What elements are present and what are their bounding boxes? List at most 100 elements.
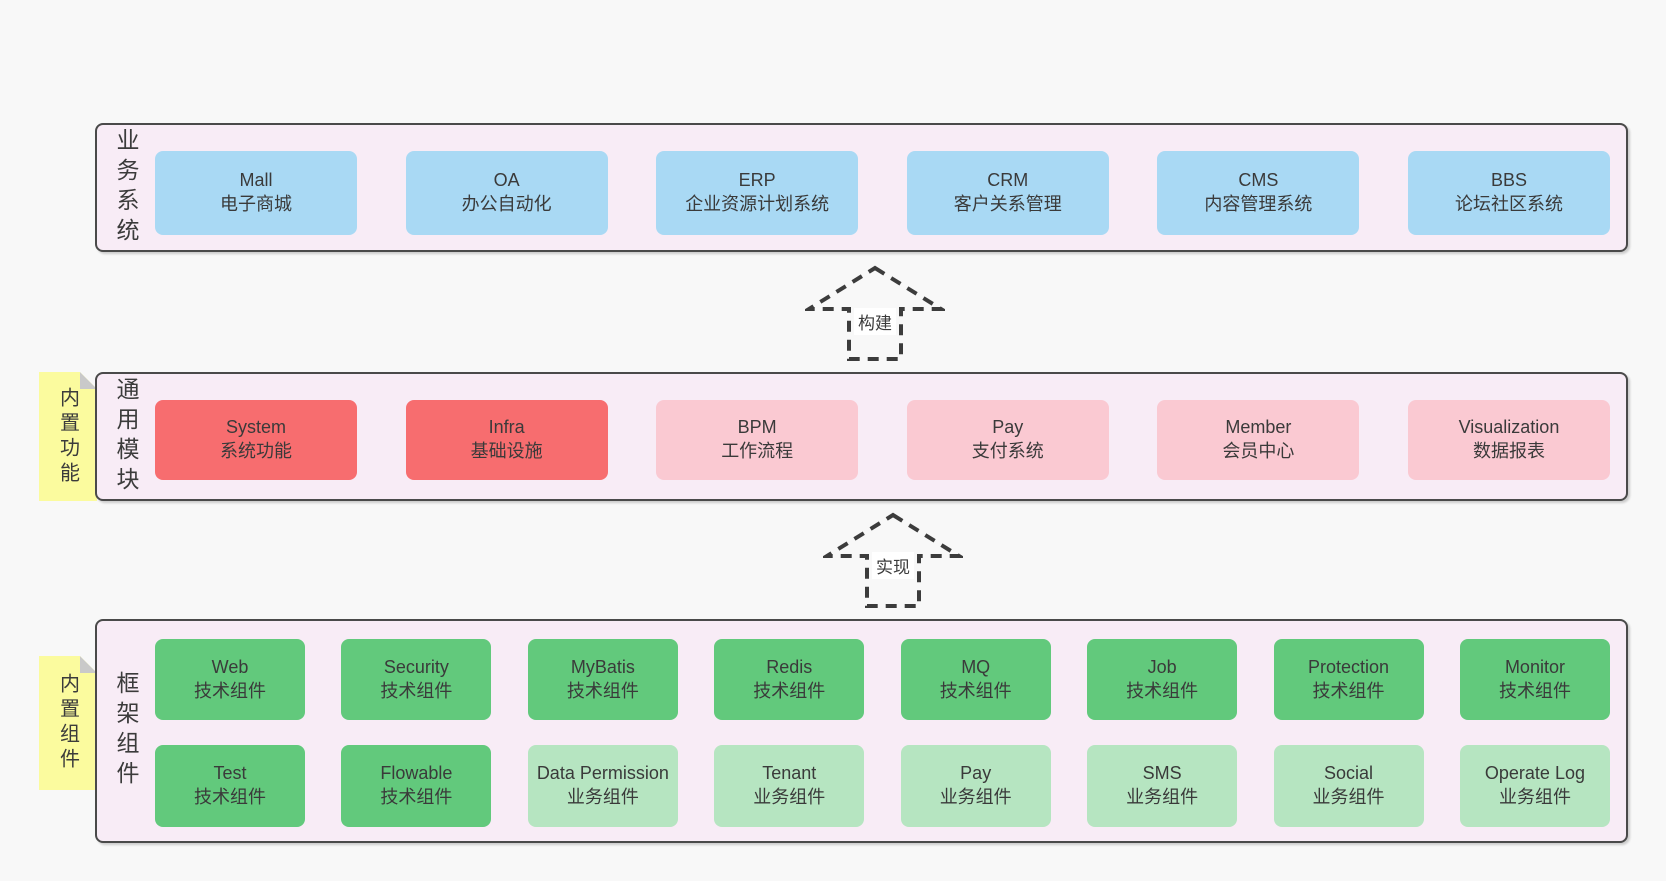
box-subtitle: 技术组件 <box>380 680 453 701</box>
box-social: Social 业务组件 <box>1273 745 1424 827</box>
box-title: Flowable <box>380 763 453 784</box>
box-title: Job <box>1147 656 1177 677</box>
box-subtitle: 技术组件 <box>194 680 266 701</box>
modules-box-row: System 系统功能 Infra 基础设施 BPM 工作流程 Pay 支付系统… <box>155 400 1610 480</box>
box-test: Test 技术组件 <box>155 745 305 827</box>
box-title: Visualization <box>1458 417 1560 438</box>
framework-row-1: Web 技术组件 Security 技术组件 MyBatis 技术组件 Redi… <box>155 639 1610 720</box>
box-infra: Infra 基础设施 <box>405 400 608 480</box>
box-title: Member <box>1225 417 1292 438</box>
box-subtitle: 会员中心 <box>1222 441 1295 461</box>
box-security: Security 技术组件 <box>341 639 492 720</box>
box-title: Tenant <box>762 763 817 784</box>
box-subtitle: 企业资源计划系统 <box>685 194 830 214</box>
box-title: Redis <box>766 656 813 677</box>
box-bbs: BBS 论坛社区系统 <box>1407 151 1610 235</box>
box-subtitle: 业务组件 <box>566 787 639 807</box>
box-subtitle: 技术组件 <box>1312 680 1385 701</box>
box-title: BBS <box>1490 170 1527 191</box>
box-title: Social <box>1324 763 1374 784</box>
framework-components-panel: 框架组件 Web 技术组件 Security 技术组件 MyBatis 技术组件… <box>95 619 1628 843</box>
implement-arrow-icon <box>823 510 963 610</box>
box-title: Security <box>383 656 449 677</box>
box-subtitle: 技术组件 <box>753 680 826 701</box>
box-title: OA <box>493 170 520 191</box>
box-sms: SMS 业务组件 <box>1087 745 1238 827</box>
box-title: Monitor <box>1504 656 1565 677</box>
box-subtitle: 业务组件 <box>753 787 826 807</box>
box-title: SMS <box>1142 763 1182 784</box>
box-subtitle: 工作流程 <box>721 441 794 461</box>
builtin-components-note: 内置组件 <box>39 656 97 790</box>
box-title: Operate Log <box>1484 763 1585 784</box>
box-job: Job 技术组件 <box>1087 639 1238 720</box>
box-member: Member 会员中心 <box>1157 400 1360 480</box>
box-title: Web <box>211 656 249 677</box>
box-title: Protection <box>1308 656 1390 677</box>
box-subtitle: 数据报表 <box>1472 441 1545 461</box>
box-subtitle: 技术组件 <box>939 680 1012 701</box>
box-tenant: Tenant 业务组件 <box>714 745 865 827</box>
box-subtitle: 内容管理系统 <box>1204 194 1313 214</box>
box-subtitle: 办公自动化 <box>461 194 552 214</box>
box-subtitle: 业务组件 <box>939 787 1012 807</box>
common-modules-panel: 通用模块 System 系统功能 Infra 基础设施 BPM 工作流程 Pay… <box>95 372 1628 501</box>
box-subtitle: 论坛社区系统 <box>1454 194 1563 214</box>
box-subtitle: 业务组件 <box>1498 787 1571 807</box>
box-title: System <box>225 417 286 438</box>
box-title: Test <box>213 763 247 784</box>
box-title: CMS <box>1238 170 1279 191</box>
business-systems-panel: 业务系统 Mall 电子商城 OA 办公自动化 ERP 企业资源计划系统 CRM… <box>95 123 1628 252</box>
box-mybatis: MyBatis 技术组件 <box>527 639 678 720</box>
box-crm: CRM 客户关系管理 <box>906 151 1109 235</box>
box-subtitle: 业务组件 <box>1312 787 1385 807</box>
panel-label-common-modules: 通用模块 <box>113 376 139 497</box>
box-operate-log: Operate Log 业务组件 <box>1459 745 1610 827</box>
box-subtitle: 技术组件 <box>1498 680 1571 701</box>
box-title: BPM <box>737 417 777 438</box>
box-title: Pay <box>960 763 992 784</box>
box-title: Pay <box>992 417 1024 438</box>
box-monitor: Monitor 技术组件 <box>1459 639 1610 720</box>
note-text: 内置组件 <box>56 673 79 773</box>
box-redis: Redis 技术组件 <box>714 639 865 720</box>
box-erp: ERP 企业资源计划系统 <box>656 151 859 235</box>
box-subtitle: 支付系统 <box>971 441 1044 461</box>
box-web: Web 技术组件 <box>155 639 305 720</box>
box-subtitle: 技术组件 <box>380 787 453 807</box>
box-protection: Protection 技术组件 <box>1273 639 1424 720</box>
box-subtitle: 基础设施 <box>470 441 543 461</box>
box-mq: MQ 技术组件 <box>900 639 1051 720</box>
box-title: ERP <box>738 170 776 191</box>
box-title: CRM <box>987 170 1029 191</box>
box-subtitle: 业务组件 <box>1126 787 1199 807</box>
box-subtitle: 技术组件 <box>1126 680 1199 701</box>
box-title: Data Permission <box>536 763 669 784</box>
box-title: Mall <box>239 170 273 191</box>
box-title: Infra <box>488 417 525 438</box>
box-flowable: Flowable 技术组件 <box>341 745 492 827</box>
build-arrow-icon <box>805 263 945 363</box>
box-pay-component: Pay 业务组件 <box>900 745 1051 827</box>
box-oa: OA 办公自动化 <box>405 151 608 235</box>
builtin-features-note: 内置功能 <box>39 372 97 501</box>
panel-label-business-systems: 业务系统 <box>113 127 139 248</box>
build-arrow-label: 构建 <box>854 308 896 335</box>
note-text: 内置功能 <box>56 386 79 487</box>
box-data-permission: Data Permission 业务组件 <box>527 745 678 827</box>
box-system: System 系统功能 <box>155 400 357 480</box>
implement-arrow-label: 实现 <box>872 552 914 579</box>
box-cms: CMS 内容管理系统 <box>1157 151 1360 235</box>
box-bpm: BPM 工作流程 <box>656 400 859 480</box>
box-title: MQ <box>961 656 991 677</box>
box-subtitle: 技术组件 <box>194 787 266 807</box>
box-subtitle: 技术组件 <box>566 680 639 701</box>
box-visualization: Visualization 数据报表 <box>1407 400 1610 480</box>
framework-row-2: Test 技术组件 Flowable 技术组件 Data Permission … <box>155 745 1610 827</box>
business-box-row: Mall 电子商城 OA 办公自动化 ERP 企业资源计划系统 CRM 客户关系… <box>155 151 1610 235</box>
box-subtitle: 客户关系管理 <box>953 194 1062 214</box>
box-mall: Mall 电子商城 <box>155 151 357 235</box>
box-subtitle: 电子商城 <box>220 194 292 214</box>
box-title: MyBatis <box>570 656 635 677</box>
